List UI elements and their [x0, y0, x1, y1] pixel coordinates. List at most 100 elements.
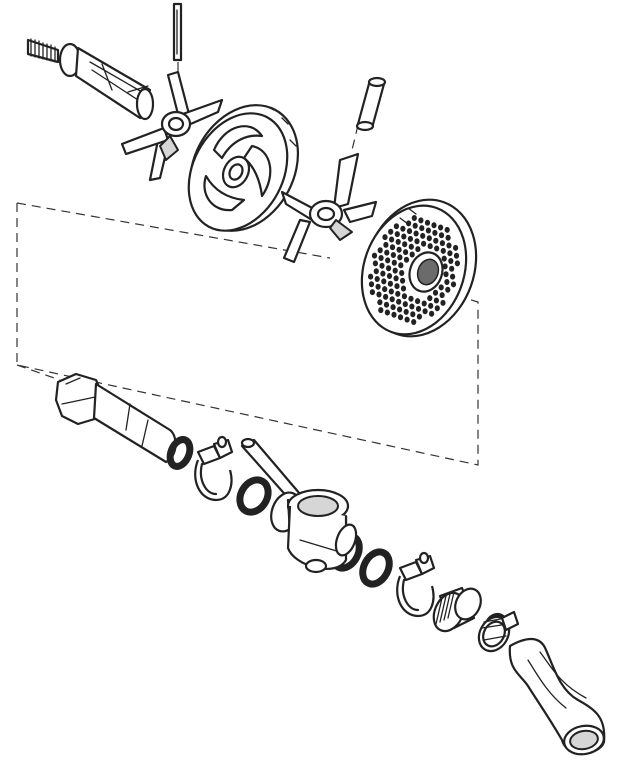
- plate-hole: [438, 284, 444, 291]
- plate-hole: [380, 270, 386, 277]
- plate-hole: [395, 290, 401, 297]
- plate-hole: [447, 250, 453, 257]
- plate-hole: [396, 298, 402, 305]
- plate-hole: [400, 277, 406, 284]
- threaded-nipple: [432, 586, 482, 633]
- plate-hole: [442, 263, 448, 270]
- plate-hole: [368, 273, 374, 280]
- plate-hole: [449, 265, 455, 272]
- plate-hole: [377, 299, 383, 306]
- plate-hole: [439, 240, 445, 247]
- plate-hole: [453, 244, 459, 251]
- locking-pin: [172, 2, 183, 62]
- plate-hole: [391, 311, 397, 318]
- plate-hole: [453, 252, 460, 259]
- plate-hole: [390, 304, 396, 311]
- sealing-ring-4: [359, 548, 393, 588]
- plate-hole: [376, 291, 382, 298]
- plate-hole: [413, 230, 419, 237]
- assembly-guide-dashed-top: [16, 202, 331, 259]
- plate-hole: [369, 289, 375, 296]
- plate-hole: [415, 298, 421, 305]
- plate-hole: [414, 238, 420, 245]
- plate-hole: [444, 226, 450, 233]
- plate-hole: [448, 258, 454, 264]
- plate-hole: [389, 236, 395, 243]
- pre-cutter-plate: [187, 104, 300, 232]
- plate-hole: [388, 288, 394, 295]
- plate-hole: [391, 259, 397, 266]
- plate-hole: [375, 283, 381, 290]
- plate-hole: [445, 286, 451, 293]
- plate-hole: [386, 273, 393, 279]
- assembly-guide-dashed-left: [16, 364, 61, 381]
- plate-hole: [401, 233, 407, 240]
- plate-hole: [429, 310, 435, 317]
- plate-hole: [393, 275, 399, 282]
- plate-hole: [397, 306, 403, 313]
- plate-hole: [440, 247, 446, 254]
- plate-hole: [394, 231, 400, 238]
- plate-hole: [381, 278, 387, 285]
- plate-hole: [433, 297, 439, 304]
- plate-hole: [407, 235, 413, 242]
- plate-hole: [424, 219, 431, 226]
- plate-hole: [388, 228, 394, 235]
- plate-hole: [403, 256, 410, 263]
- plate-hole: [384, 309, 390, 316]
- plate-hole: [427, 243, 433, 250]
- plate-hole: [387, 280, 393, 287]
- plate-hole: [379, 262, 385, 269]
- plate-hole: [402, 301, 408, 308]
- plate-hole: [411, 215, 417, 221]
- three-way-valve: [240, 437, 358, 574]
- plate-hole: [406, 220, 412, 227]
- plate-hole: [394, 283, 400, 290]
- plate-hole: [377, 247, 383, 254]
- plate-hole: [421, 240, 427, 247]
- plate-hole: [410, 311, 416, 318]
- inlet-hex-tube: [54, 372, 177, 464]
- plate-hole: [378, 307, 384, 314]
- plate-hole: [403, 308, 409, 315]
- plate-hole: [426, 235, 432, 242]
- plate-hole: [392, 267, 398, 274]
- shaft-sleeve: [355, 76, 387, 132]
- plate-hole: [390, 252, 396, 258]
- axis-dashed-upper: [177, 62, 359, 151]
- plate-hole: [389, 296, 395, 303]
- plate-hole: [434, 245, 440, 252]
- plate-hole: [415, 246, 421, 253]
- plate-hole: [385, 257, 391, 264]
- plate-hole: [409, 251, 415, 258]
- hose-clamp: [477, 610, 520, 653]
- plate-hole: [378, 255, 384, 261]
- plate-hole: [418, 217, 424, 224]
- plate-hole: [454, 260, 460, 267]
- plate-hole: [415, 305, 422, 312]
- plate-hole: [406, 228, 413, 235]
- cross-knife-lower: [280, 152, 378, 264]
- plate-hole: [450, 273, 456, 280]
- perforated-hole-plate: [360, 198, 478, 338]
- plate-hole: [382, 234, 388, 241]
- plate-hole: [438, 232, 445, 239]
- plate-hole: [434, 305, 440, 312]
- plate-hole: [443, 271, 449, 278]
- plate-hole: [450, 281, 457, 288]
- plate-hole: [409, 303, 415, 310]
- plate-hole: [373, 268, 379, 275]
- pipe-clamp-2: [396, 551, 436, 618]
- plate-hole: [395, 238, 401, 245]
- plate-hole: [384, 249, 390, 256]
- sealing-ring-1: [166, 436, 194, 470]
- plate-holes: [368, 215, 460, 325]
- plate-hole: [374, 276, 380, 282]
- plate-hole: [416, 313, 422, 320]
- plate-hole: [422, 308, 428, 315]
- cross-knife-upper: [120, 70, 224, 182]
- plate-hole: [439, 292, 445, 299]
- plate-hole: [431, 222, 437, 229]
